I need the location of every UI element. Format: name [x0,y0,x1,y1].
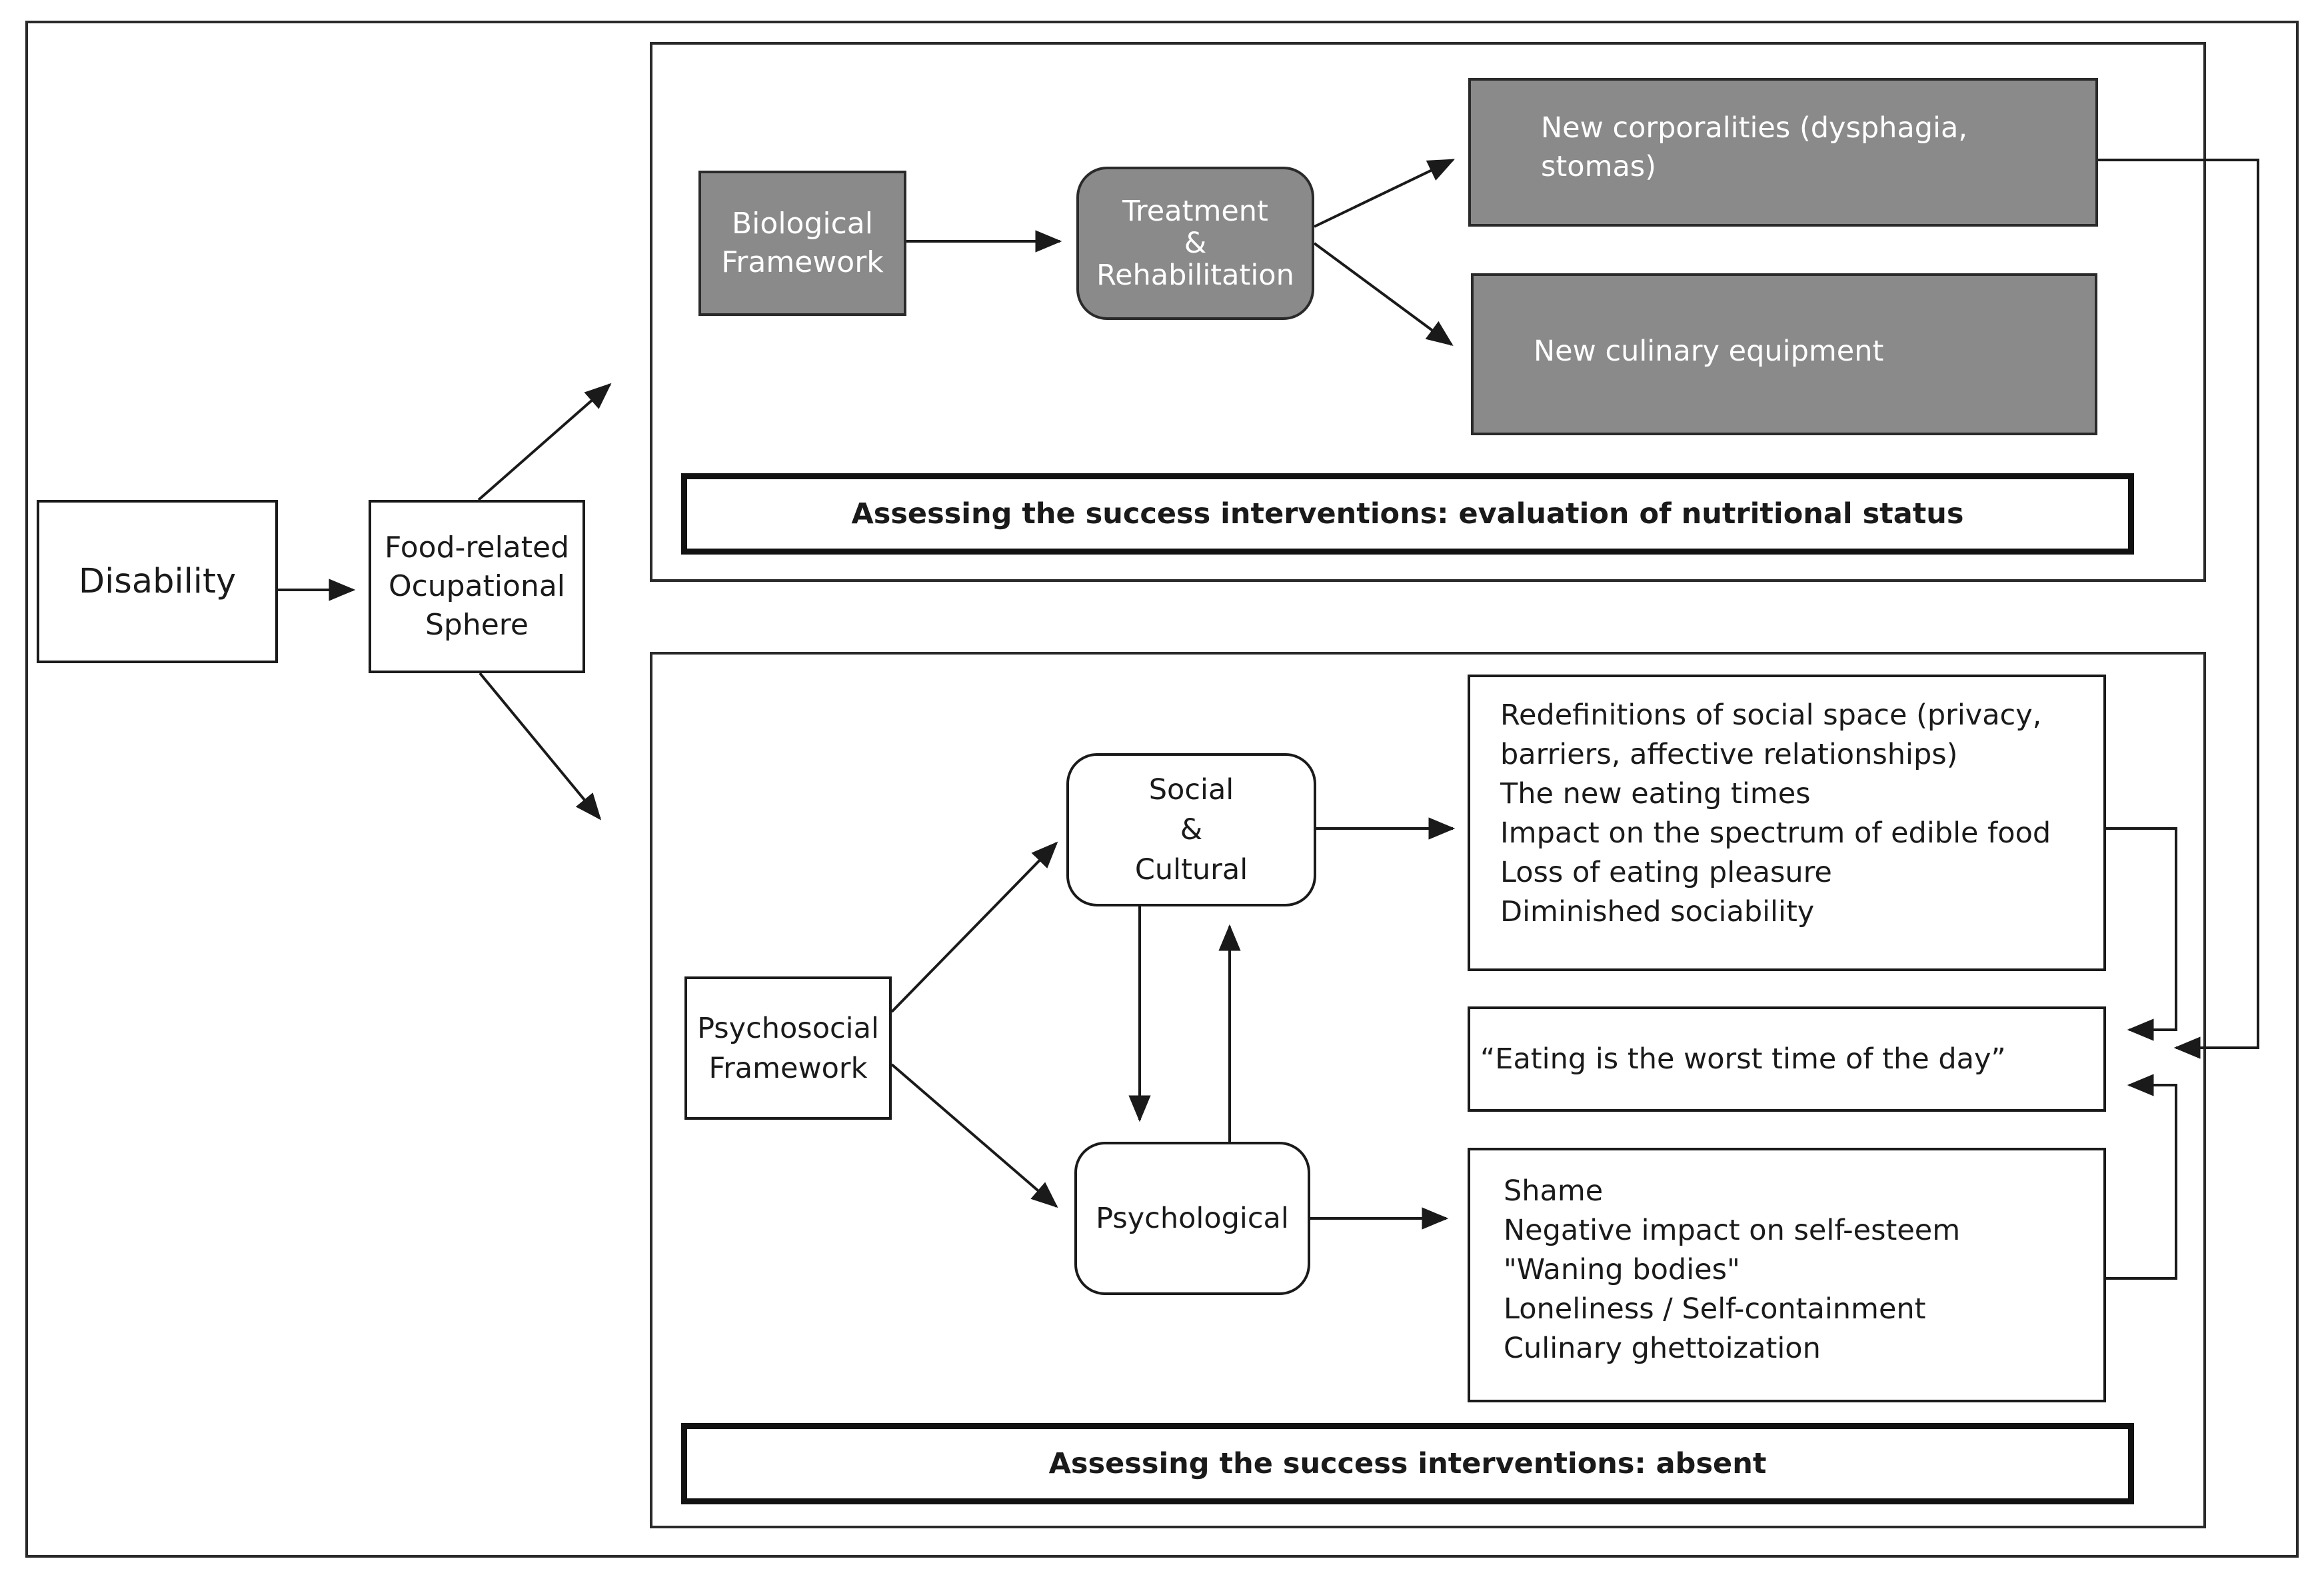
quote-text: “Eating is the worst time of the day” [1480,1042,2006,1076]
assessment-nutritional-status: Assessing the success interventions: eva… [681,473,2134,555]
psychological-label: Psychological [1096,1202,1289,1235]
assessment-absent: Assessing the success interventions: abs… [681,1423,2134,1504]
arrow-social-effects-to-quote [2106,827,2177,1041]
quote-box: “Eating is the worst time of the day” [1468,1006,2106,1112]
psychosocial-line-2: Framework [708,1051,868,1085]
food-sphere-line-2: Ocupational [388,569,566,603]
psych-effect-item: Negative impact on self-esteem [1504,1214,1961,1247]
arrow-psych-effects-to-quote [2106,1074,2177,1280]
biological-line-1: Biological [731,207,873,241]
social-cultural-box: Social & Cultural [1066,753,1316,906]
diagram-outer-border [25,21,2299,1558]
arrow-treatment-to-corporalities [1314,159,1456,228]
biological-framework-box: Biological Framework [698,171,906,316]
food-sphere-line-1: Food-related [384,531,570,565]
social-line-2: & [1180,813,1203,846]
biological-section-frame [650,42,2206,582]
arrow-psychosocial-to-social [890,841,1058,1013]
psych-effect-item: Loneliness / Self-containment [1504,1292,1926,1326]
arrow-corporalities-to-quote [2098,159,2259,1059]
psych-effect-item: Culinary ghettoization [1504,1332,1821,1365]
psychosocial-framework-box: Psychosocial Framework [684,976,892,1120]
psych-effect-item: Shame [1504,1174,1604,1208]
social-line-3: Cultural [1134,853,1248,886]
food-sphere-line-3: Sphere [425,608,529,642]
social-effect-item: Impact on the spectrum of edible food [1500,816,2051,850]
disability-label: Disability [78,562,237,601]
corporalities-line-2: stomas) [1541,150,1656,183]
new-corporalities-box: New corporalities (dysphagia, stomas) [1468,78,2098,227]
psychological-effects-box: Shame Negative impact on self-esteem "Wa… [1468,1148,2106,1402]
social-effect-item: The new eating times [1500,777,1811,810]
corporalities-line-1: New corporalities (dysphagia, [1541,111,1968,145]
psych-effect-item: "Waning bodies" [1504,1253,1740,1286]
biological-line-2: Framework [721,245,884,279]
social-effect-item: Redefinitions of social space (privacy, [1500,699,2042,732]
social-effects-box: Redefinitions of social space (privacy, … [1468,675,2106,971]
arrow-treatment-to-culinary [1313,242,1454,346]
assessment-absent-label: Assessing the success interventions: abs… [1048,1447,1767,1480]
culinary-equipment-label: New culinary equipment [1534,335,1884,368]
arrow-sphere-to-psychosocial [479,672,602,820]
new-culinary-equipment-box: New culinary equipment [1471,273,2097,435]
treatment-rehabilitation-box: Treatment & Rehabilitation [1076,167,1314,320]
psychosocial-section-frame [650,652,2206,1528]
psychosocial-line-1: Psychosocial [697,1011,879,1045]
assessment-nutritional-label: Assessing the success interventions: eva… [851,497,1964,531]
arrow-psychosocial-to-psychological [890,1063,1058,1208]
social-effect-item: barriers, affective relationships) [1500,738,1958,771]
disability-box: Disability [37,500,278,663]
treatment-line-2: & [1184,227,1207,260]
social-effect-item: Diminished sociability [1500,895,1815,928]
treatment-line-1: Treatment [1122,195,1268,228]
food-occupational-sphere-box: Food-related Ocupational Sphere [369,500,585,673]
social-effect-item: Loss of eating pleasure [1500,856,1832,889]
social-line-1: Social [1148,773,1234,806]
treatment-line-3: Rehabilitation [1096,259,1294,292]
psychological-box: Psychological [1074,1142,1310,1295]
arrow-sphere-to-biological [477,383,612,501]
